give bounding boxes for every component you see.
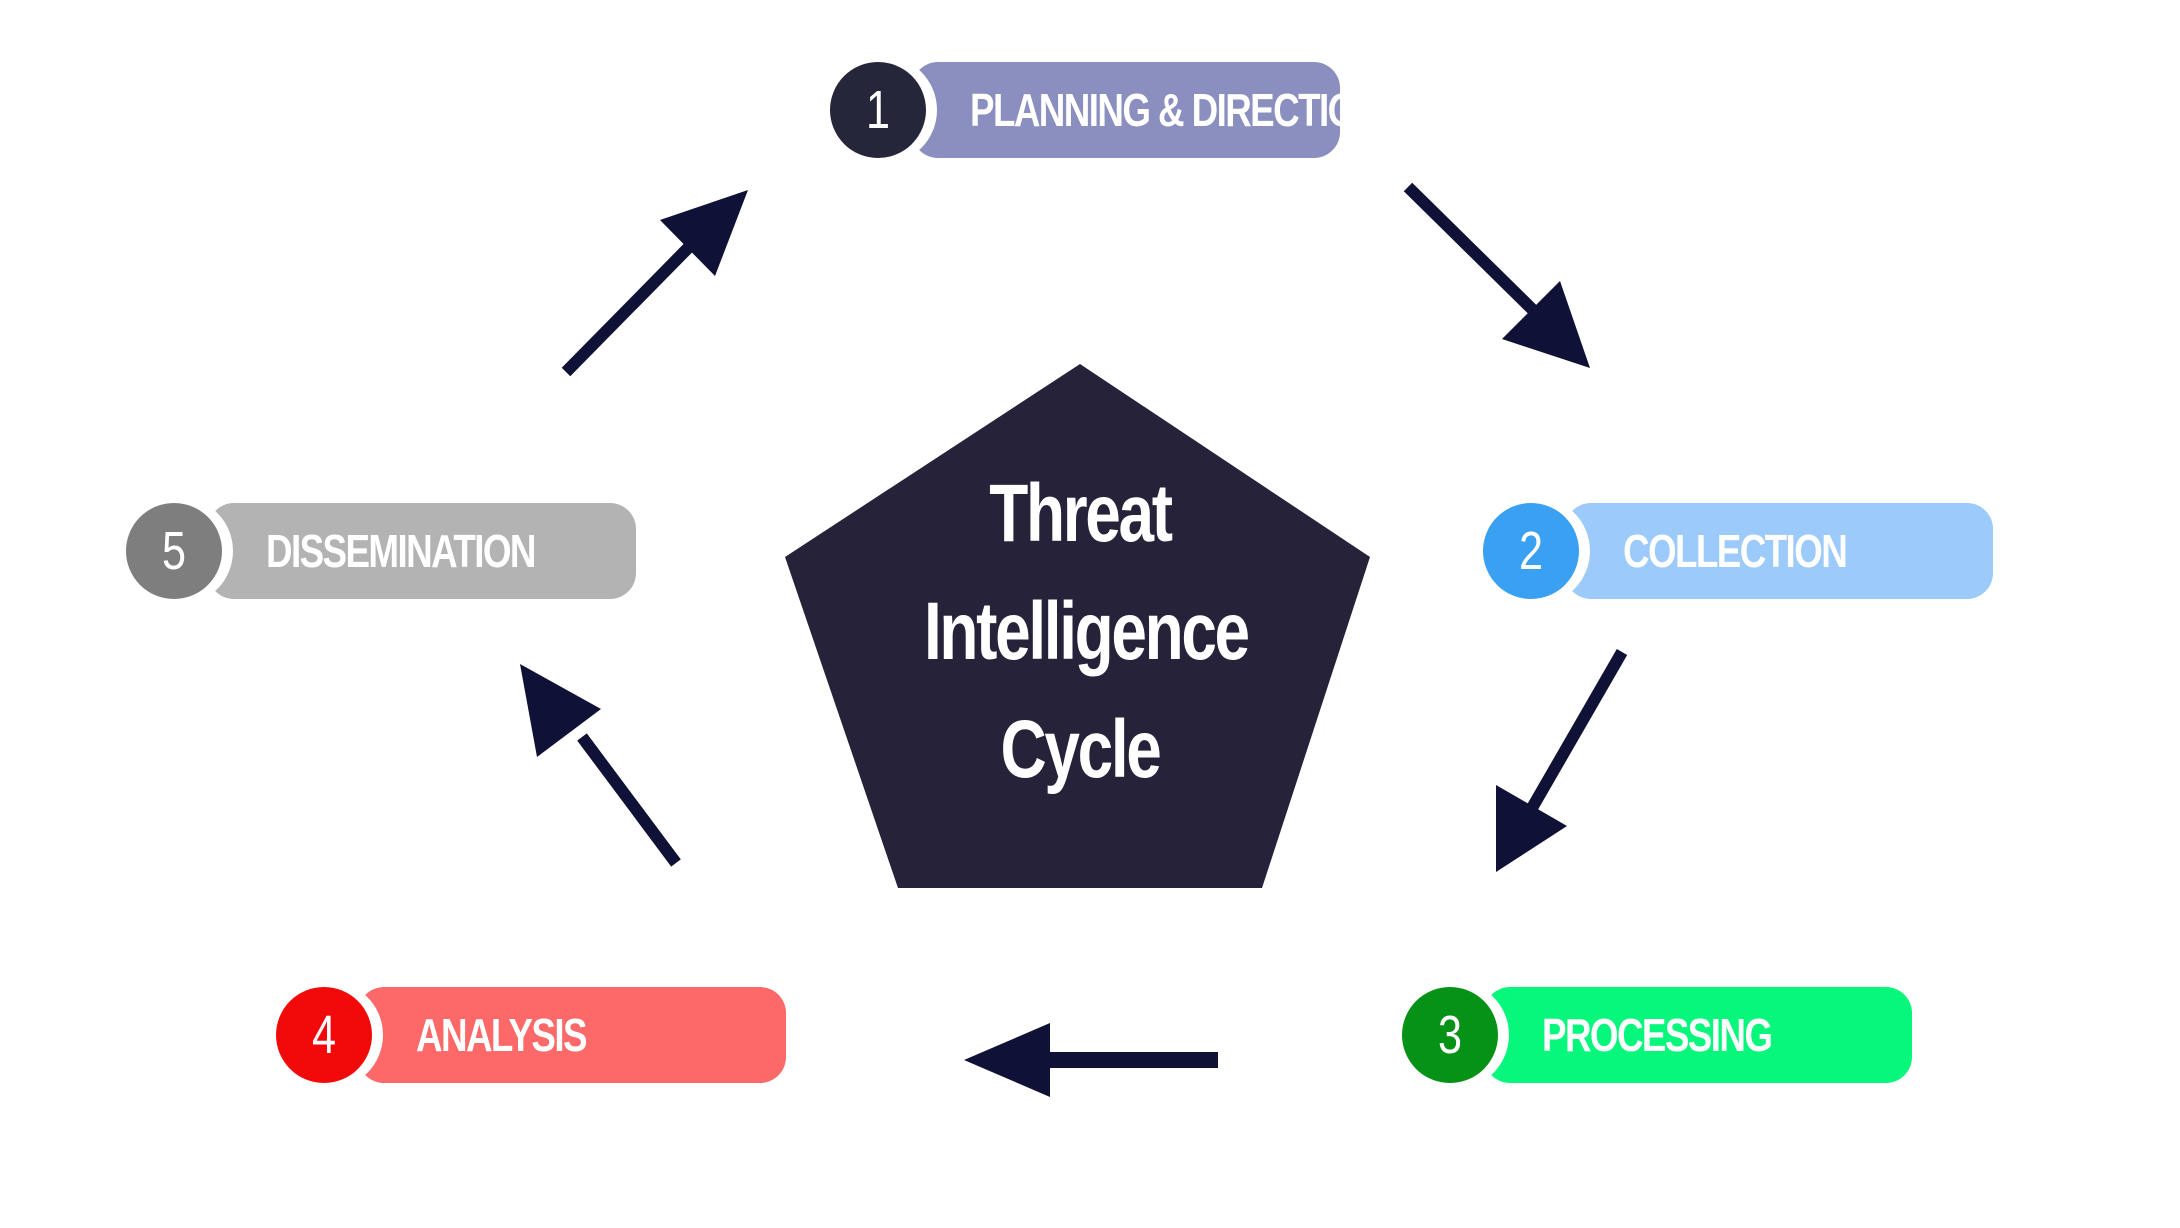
arrow-planning-to-collection [1403, 182, 1590, 368]
step-3-number: 3 [1437, 1005, 1463, 1065]
step-2-number: 2 [1518, 521, 1544, 581]
step-3-badge [1396, 981, 1504, 1089]
step-5-label: DISSEMINATION [266, 525, 536, 577]
step-1-badge [824, 56, 932, 164]
arrow-collection-to-processing [1496, 649, 1628, 872]
arrow-analysis-to-dissemination [520, 664, 681, 867]
step-4-label: ANALYSIS [416, 1009, 588, 1061]
center-title-line-2: Intelligence [924, 586, 1250, 677]
center-title-line-1: Threat [989, 468, 1173, 559]
center-title-line-3: Cycle [1000, 704, 1162, 795]
step-5-pill [208, 503, 636, 599]
center-title: Threat Intelligence Cycle [924, 455, 1250, 809]
center-pentagon [785, 364, 1370, 888]
step-3-pill [1484, 987, 1912, 1083]
step-5-badge [120, 497, 228, 605]
step-4-number: 4 [311, 1005, 337, 1065]
step-1-pill [912, 62, 1340, 158]
step-1-number: 1 [865, 80, 891, 140]
arrow-processing-to-analysis [964, 1023, 1218, 1097]
step-5-number: 5 [161, 521, 187, 581]
step-3-label: PROCESSING [1542, 1009, 1773, 1061]
arrow-dissemination-to-planning [561, 190, 748, 377]
step-2-pill [1565, 503, 1993, 599]
step-2-badge [1477, 497, 1585, 605]
step-1-label: PLANNING & DIRECTION [970, 84, 1381, 136]
step-4-pill [358, 987, 786, 1083]
step-2-label: COLLECTION [1623, 525, 1848, 577]
step-4-badge [270, 981, 378, 1089]
